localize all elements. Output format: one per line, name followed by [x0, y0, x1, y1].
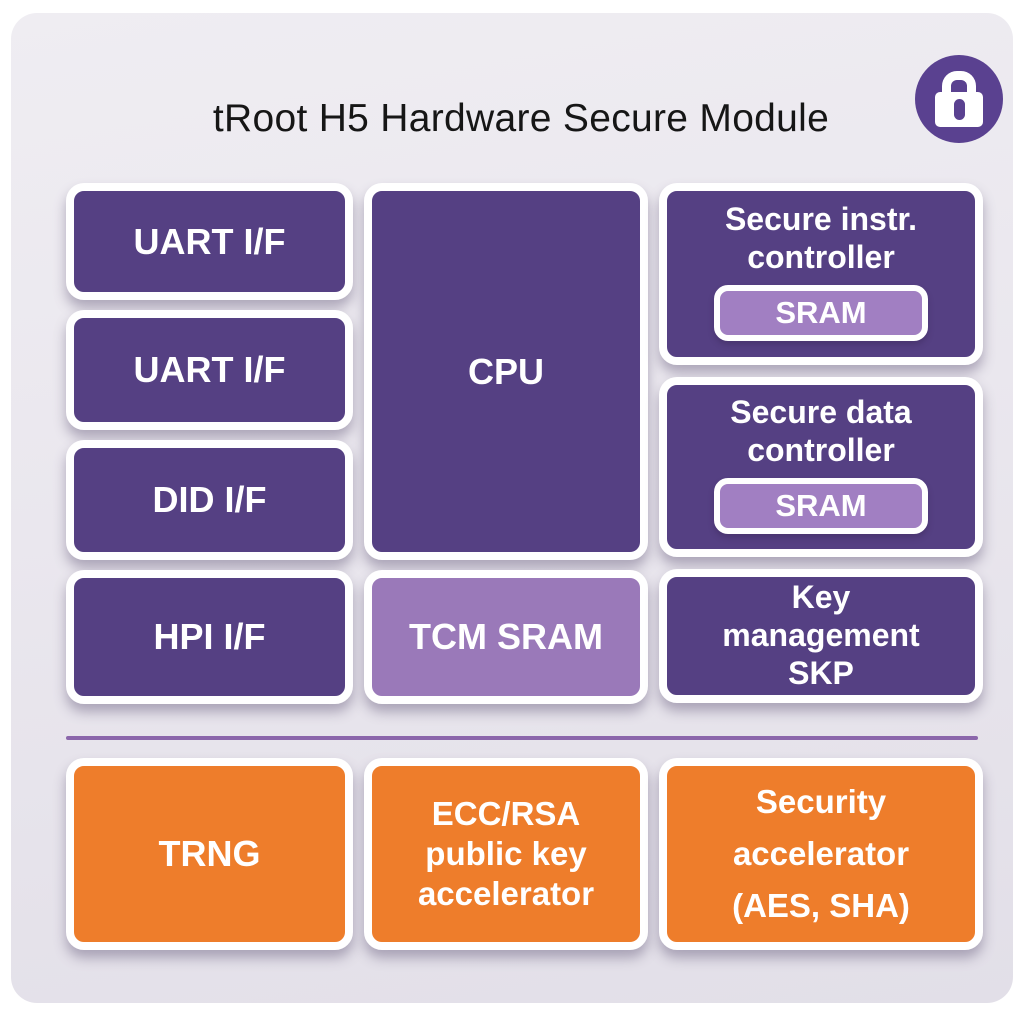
column-controllers: Secure instr. controller SRAM Secure dat… — [659, 183, 983, 704]
security-accel-label-line2: accelerator — [732, 834, 910, 872]
lock-icon — [915, 55, 1003, 143]
block-uart-if-1-label: UART I/F — [133, 220, 286, 262]
block-uart-if-1: UART I/F — [66, 183, 353, 300]
secure-data-label-line2: controller — [747, 431, 895, 468]
block-hpi-if-label: HPI I/F — [153, 616, 266, 658]
column-interfaces: UART I/F UART I/F DID I/F HPI I/F — [66, 183, 353, 704]
secure-instr-sram-chip: SRAM — [714, 285, 928, 342]
block-secure-data-controller: Secure data controller SRAM — [659, 377, 983, 557]
block-cpu: CPU — [364, 183, 648, 560]
crypto-block-row: TRNG ECC/RSA public key accelerator Secu… — [66, 758, 983, 950]
block-uart-if-2: UART I/F — [66, 310, 353, 430]
lock-keyhole — [954, 99, 965, 120]
block-trng: TRNG — [66, 758, 353, 950]
secure-instr-label-line2: controller — [747, 238, 895, 275]
ecc-rsa-label-line3: accelerator — [417, 875, 595, 913]
block-ecc-rsa-accelerator: ECC/RSA public key accelerator — [364, 758, 648, 950]
diagram-canvas: tRoot H5 Hardware Secure Module UART I/F… — [11, 13, 1013, 1003]
block-key-management-skp: Key management SKP — [659, 569, 983, 703]
secure-data-sram-label: SRAM — [775, 487, 867, 523]
secure-instr-label-line1: Secure instr. — [724, 200, 918, 237]
secure-data-label-line1: Secure data — [730, 393, 912, 430]
module-block-grid: UART I/F UART I/F DID I/F HPI I/F CPU TC… — [66, 183, 983, 704]
security-accel-label-line3: (AES, SHA) — [732, 887, 910, 925]
secure-instr-sram-label: SRAM — [775, 294, 867, 330]
block-did-if: DID I/F — [66, 440, 353, 560]
column-cpu: CPU TCM SRAM — [364, 183, 648, 704]
block-hpi-if: HPI I/F — [66, 570, 353, 704]
key-mgmt-label-line3: SKP — [788, 654, 854, 691]
ecc-rsa-label-line2: public key — [425, 834, 587, 872]
section-divider — [66, 736, 978, 740]
key-mgmt-label-line1: Key — [791, 579, 851, 616]
block-security-accelerator: Security accelerator (AES, SHA) — [659, 758, 983, 950]
lock-shackle — [942, 71, 976, 103]
block-cpu-label: CPU — [467, 350, 544, 392]
block-tcm-sram: TCM SRAM — [364, 570, 648, 704]
block-uart-if-2-label: UART I/F — [133, 349, 286, 391]
block-tcm-sram-label: TCM SRAM — [409, 616, 603, 658]
block-did-if-label: DID I/F — [152, 479, 267, 521]
secure-data-sram-chip: SRAM — [714, 478, 928, 535]
block-trng-label: TRNG — [158, 833, 261, 875]
ecc-rsa-label-line1: ECC/RSA — [431, 794, 581, 832]
security-accel-label-line1: Security — [755, 782, 887, 820]
block-secure-instr-controller: Secure instr. controller SRAM — [659, 183, 983, 365]
page-title: tRoot H5 Hardware Secure Module — [212, 97, 830, 140]
key-mgmt-label-line2: management — [722, 617, 920, 654]
